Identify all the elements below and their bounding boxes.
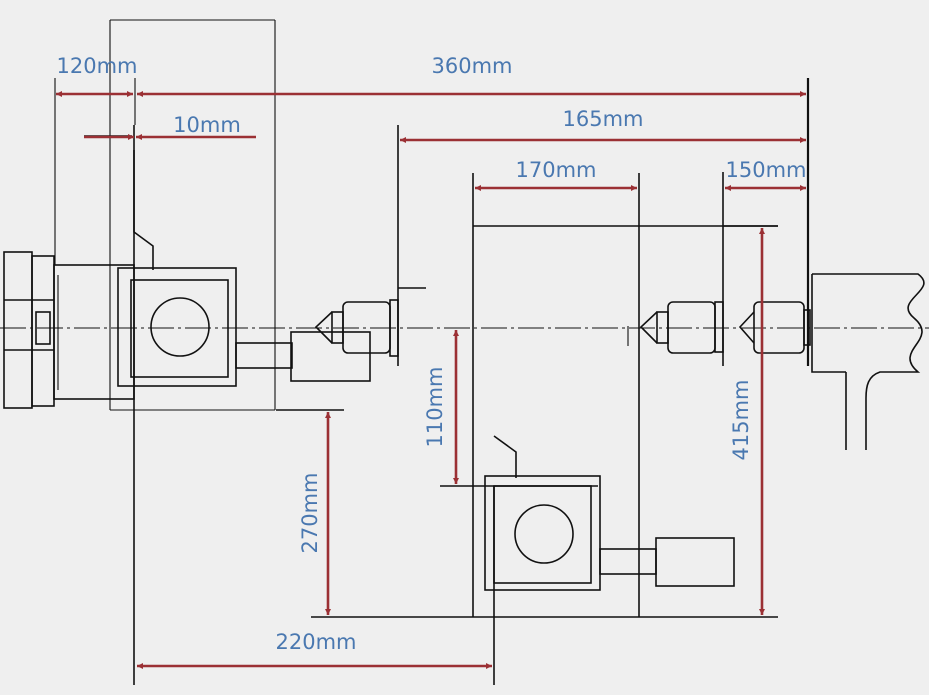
- dim-120-label: 120mm: [57, 54, 138, 78]
- extension-lines: [54, 78, 136, 265]
- middle-work-frame: [311, 173, 778, 618]
- dim-170-label: 170mm: [516, 158, 597, 182]
- dim-165-label: 165mm: [563, 107, 644, 131]
- dimension-arrows: [56, 91, 806, 669]
- dim-150-label: 150mm: [726, 158, 807, 182]
- dim-415-label: 415mm: [729, 380, 753, 461]
- left-spindle-assembly: [3, 251, 135, 409]
- dim-10-label: 10mm: [173, 113, 241, 137]
- lower-tool-turret: [440, 435, 735, 685]
- left-frame-outline: [109, 19, 276, 411]
- dim-220-label: 220mm: [276, 630, 357, 654]
- dim-270-label: 270mm: [298, 473, 322, 554]
- right-spindle-chuck: [738, 78, 925, 450]
- left-live-center: [314, 125, 426, 366]
- left-tool-turret: [117, 125, 371, 685]
- dim-360-label: 360mm: [432, 54, 513, 78]
- right-live-center: [627, 172, 778, 366]
- dim-110-label: 110mm: [423, 367, 447, 448]
